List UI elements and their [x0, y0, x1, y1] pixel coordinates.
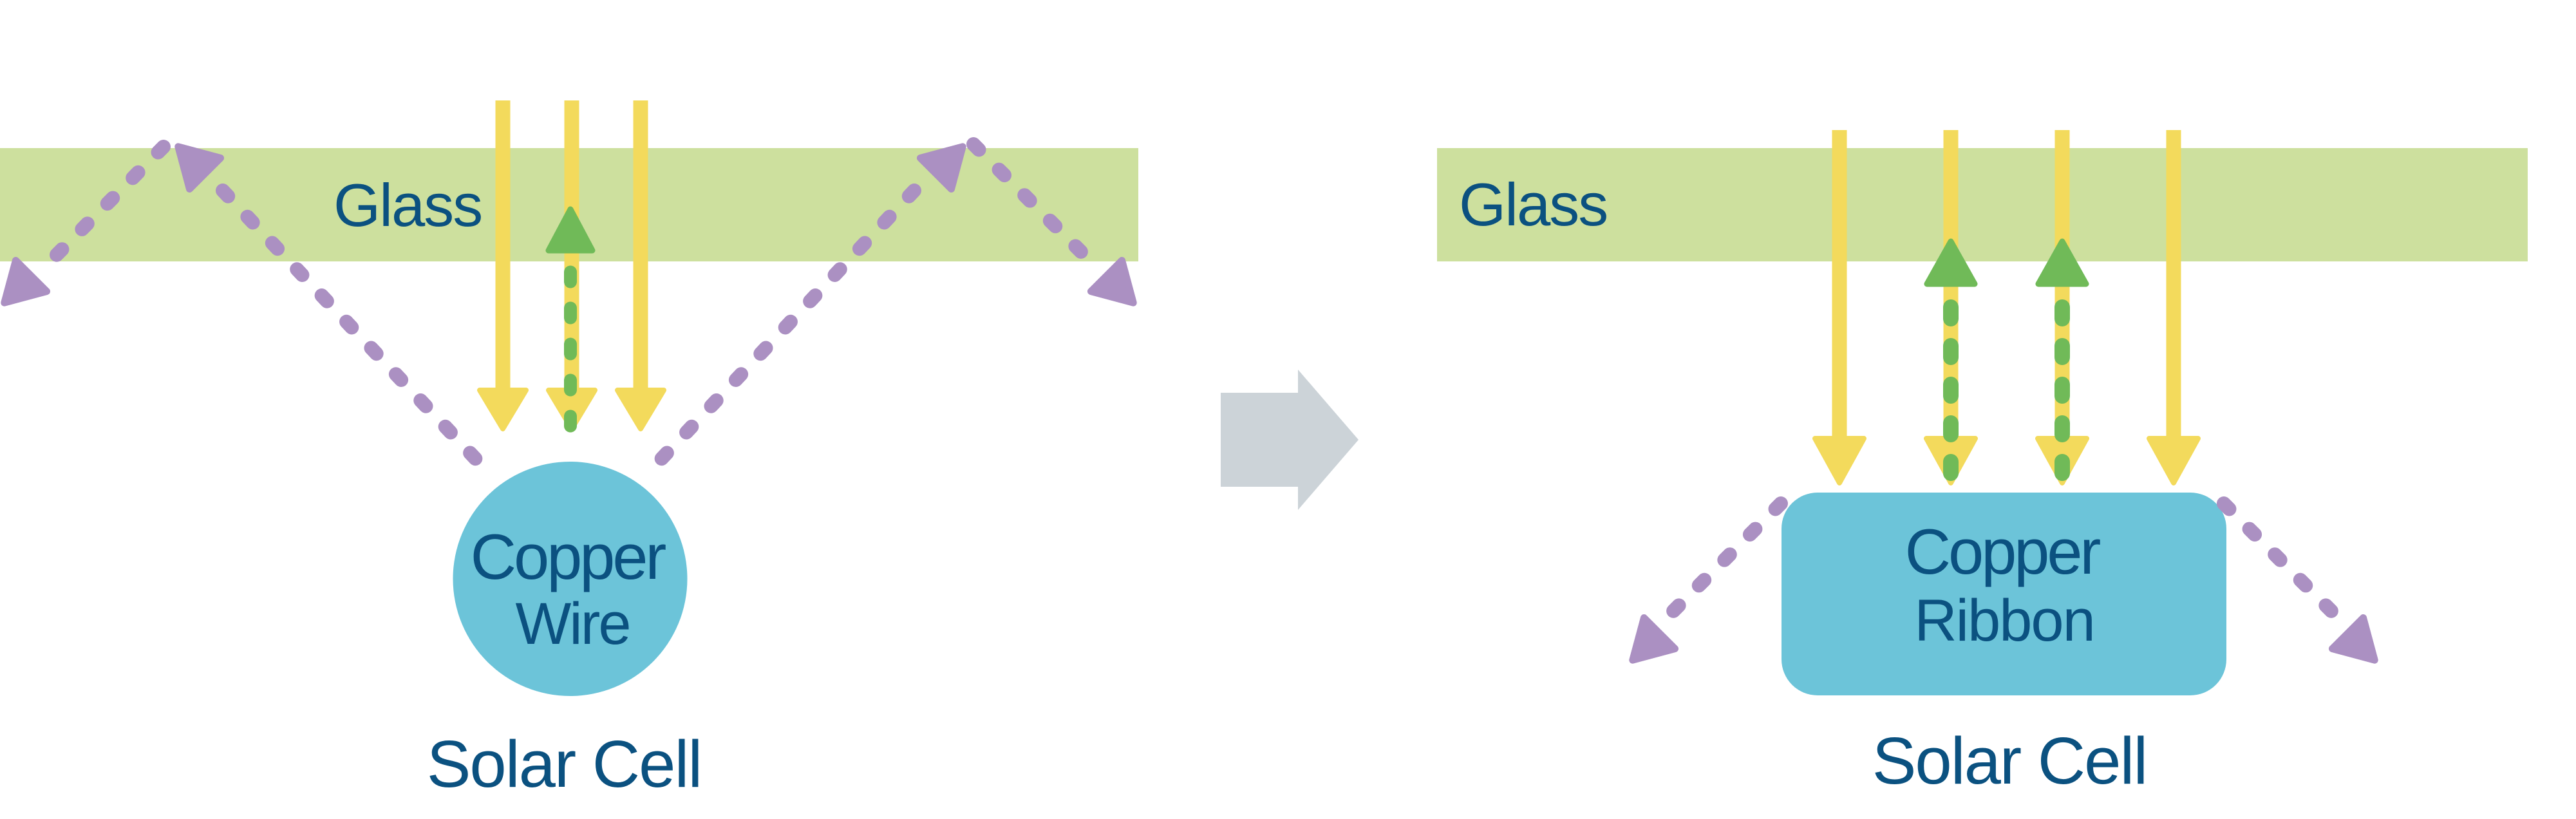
svg-text:Copper: Copper — [1905, 516, 2101, 587]
svg-text:Solar Cell: Solar Cell — [427, 727, 702, 801]
svg-text:Glass: Glass — [334, 171, 482, 239]
svg-text:Glass: Glass — [1459, 171, 1607, 238]
svg-text:Wire: Wire — [515, 591, 629, 657]
svg-text:Ribbon: Ribbon — [1914, 588, 2094, 654]
svg-text:Solar Cell: Solar Cell — [1872, 724, 2147, 798]
svg-text:Copper: Copper — [471, 521, 666, 592]
